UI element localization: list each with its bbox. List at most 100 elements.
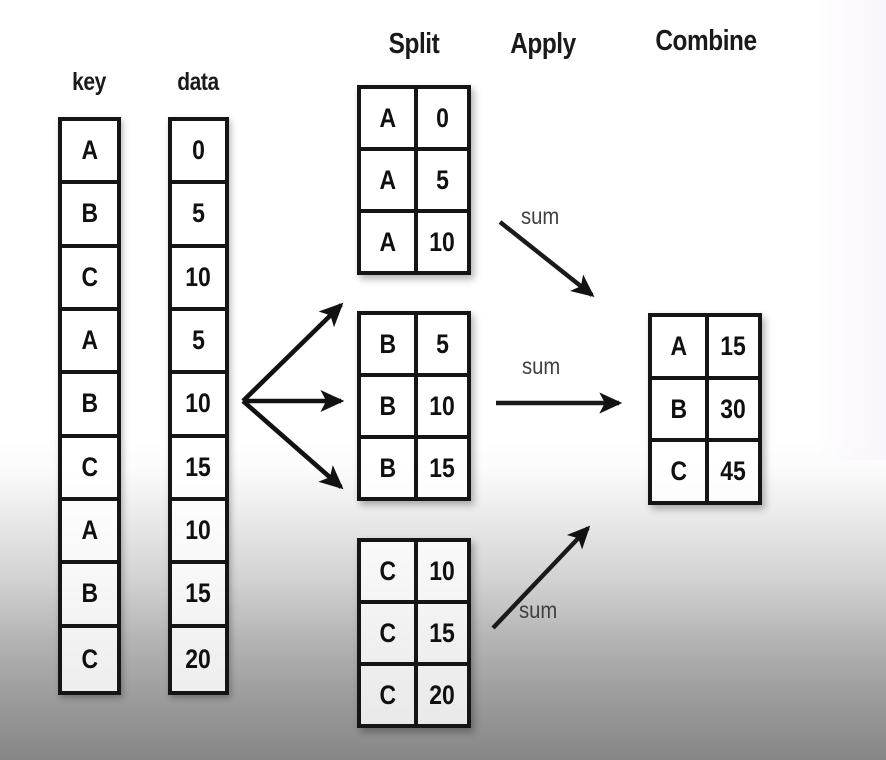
split-group-b-value-text: 15 (429, 452, 456, 483)
combine-value-cell: 45 (709, 442, 758, 502)
key-column-cell-text: A (81, 515, 98, 546)
split-group-b-key-text: B (379, 328, 396, 359)
data-column-cell-text: 10 (185, 388, 212, 419)
split-group-c-row: C 20 (361, 666, 467, 724)
split-group-a-value-text: 5 (436, 164, 449, 195)
key-column-cell: B (62, 374, 117, 438)
combine-key-cell: C (652, 442, 709, 502)
combine-row: C 45 (652, 442, 758, 502)
key-column-cell: A (62, 121, 117, 185)
data-column-cell-text: 5 (192, 198, 205, 229)
split-group-a-row: A 10 (361, 213, 467, 271)
combine-value-text: 30 (720, 393, 747, 424)
combine-value-cell: 15 (709, 317, 758, 376)
key-column-cell-text: C (81, 643, 98, 674)
combine-key-text: A (670, 330, 687, 361)
data-column-cell-text: 15 (185, 451, 212, 482)
combine-row: B 30 (652, 379, 758, 443)
sum-label-group-b: sum (522, 353, 561, 379)
key-column-cell-text: A (81, 135, 98, 166)
split-group-c-row: C 10 (361, 542, 467, 604)
split-group-b-key-cell: B (361, 377, 418, 435)
key-column-cell-text: C (81, 261, 98, 292)
combine-key-cell: B (652, 379, 709, 439)
data-column-cell: 5 (172, 184, 225, 248)
key-column-cell-text: A (81, 325, 98, 356)
sum-label-group-c: sum (519, 597, 558, 623)
heading-combine: Combine (655, 25, 757, 57)
split-group-c-value-text: 20 (429, 679, 456, 710)
split-group-c-key-text: C (379, 679, 396, 710)
split-group-a-value-text: 0 (436, 102, 449, 133)
split-group-a-value-cell: 0 (418, 89, 467, 147)
data-column-cell: 15 (172, 564, 225, 628)
key-column-cell-text: B (81, 388, 98, 419)
key-column-cell: B (62, 184, 117, 248)
combine-key-text: B (670, 393, 687, 424)
split-group-c-key-cell: C (361, 542, 418, 600)
split-group-a-value-cell: 5 (418, 151, 467, 209)
data-column-cell: 10 (172, 247, 225, 311)
combine-key-cell: A (652, 317, 709, 376)
data-column-cell-text: 5 (192, 325, 205, 356)
sum-label-group-a: sum (521, 203, 560, 229)
data-column-cell-text: 10 (185, 515, 212, 546)
split-group-c-key-text: C (379, 555, 396, 586)
key-column-cell: B (62, 564, 117, 628)
combine-value-cell: 30 (709, 379, 758, 439)
key-column-cell: C (62, 627, 117, 691)
split-group-c-value-cell: 20 (418, 666, 467, 724)
heading-split: Split (388, 28, 440, 60)
split-group-c-value-cell: 15 (418, 604, 467, 662)
split-group-b-key-text: B (379, 452, 396, 483)
key-column-cell-text: B (81, 578, 98, 609)
split-group-b-value-text: 10 (429, 390, 456, 421)
key-column-cell-text: B (81, 198, 98, 229)
split-group-c-key-cell: C (361, 604, 418, 662)
combine-value-text: 45 (720, 456, 747, 487)
split-group-a-key-cell: A (361, 213, 418, 271)
split-group-c-value-cell: 10 (418, 542, 467, 600)
split-group-b-row: B 10 (361, 377, 467, 439)
split-group-a-value-text: 10 (429, 226, 456, 257)
split-group-a-value-cell: 10 (418, 213, 467, 271)
background-tint (816, 0, 886, 460)
data-column-cell-text: 0 (192, 135, 205, 166)
split-group-c-row: C 15 (361, 604, 467, 666)
split-group-a-key-cell: A (361, 89, 418, 147)
data-column-cell: 20 (172, 627, 225, 691)
split-group-b-key-cell: B (361, 439, 418, 497)
data-column-cell: 15 (172, 437, 225, 501)
data-column-cell: 10 (172, 374, 225, 438)
data-column-cell-text: 10 (185, 261, 212, 292)
data-column-cell: 0 (172, 121, 225, 185)
heading-key: key (72, 68, 106, 96)
split-group-c-value-text: 15 (429, 617, 456, 648)
data-column-cell: 10 (172, 500, 225, 565)
combine-row: A 15 (652, 317, 758, 380)
data-column: 0 5 10 5 10 15 10 15 20 (168, 117, 229, 695)
split-group-a-key-text: A (379, 102, 396, 133)
split-group-b-key-text: B (379, 390, 396, 421)
split-group-c-key-cell: C (361, 666, 418, 724)
combine-key-text: C (670, 456, 687, 487)
split-group-b-row: B 15 (361, 439, 467, 497)
split-group-a-key-text: A (379, 226, 396, 257)
combine-value-text: 15 (720, 330, 747, 361)
split-group-b-key-cell: B (361, 315, 418, 373)
heading-data: data (177, 68, 219, 96)
data-column-cell-text: 15 (185, 578, 212, 609)
heading-apply: Apply (510, 28, 576, 60)
split-group-b-value-text: 5 (436, 328, 449, 359)
key-column-cell: C (62, 437, 117, 501)
split-group-b-value-cell: 15 (418, 439, 467, 497)
key-column-cell: A (62, 500, 117, 565)
key-column-cell: A (62, 310, 117, 375)
